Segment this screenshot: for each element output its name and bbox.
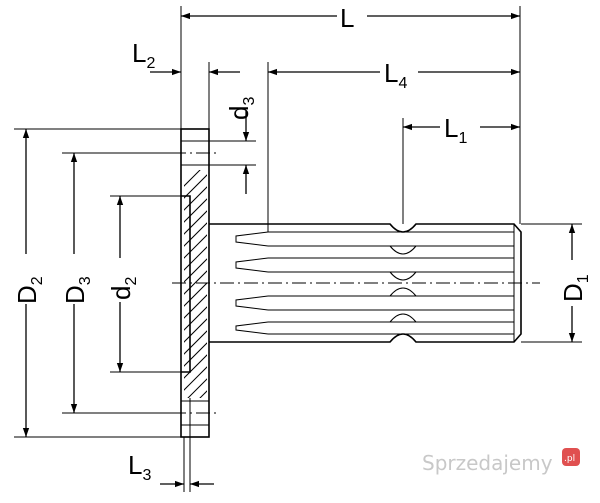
flange: [172, 128, 218, 438]
label-L: L: [340, 3, 354, 33]
dimension-labels: L L4 L1 L2 L3 d3 D2 D3 d2 D1: [10, 2, 592, 484]
watermark-text: Sprzedajemy: [422, 451, 553, 475]
watermark: Sprzedajemy .pl: [422, 448, 580, 475]
label-L4: L4: [384, 58, 407, 92]
dimension-lines: [14, 6, 582, 492]
label-L1: L1: [444, 113, 467, 147]
label-L3: L3: [128, 450, 151, 484]
watermark-badge: [562, 448, 580, 466]
section-hatch: [184, 170, 207, 398]
label-L2: L2: [132, 38, 155, 72]
label-D1: D1: [558, 274, 592, 302]
label-d3: d3: [224, 97, 258, 120]
label-D2: D2: [12, 276, 46, 304]
label-d2: d2: [106, 277, 140, 300]
splined-shaft: [172, 223, 540, 343]
label-D3: D3: [60, 276, 94, 304]
watermark-badge-text: .pl: [564, 454, 575, 464]
